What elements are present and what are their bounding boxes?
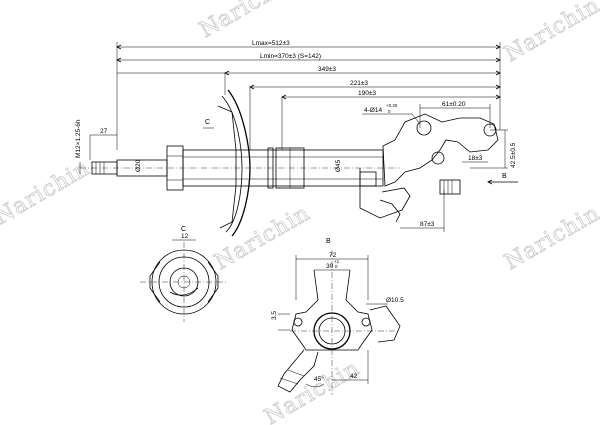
dim-body: Ø45	[335, 159, 342, 172]
dim-thread: M12×1.25-6h	[75, 119, 82, 158]
watermark-1: Narichin	[196, 0, 300, 43]
dim-61: 61±0.20	[442, 101, 466, 108]
watermark-3: Narichin	[0, 156, 94, 230]
dim-holes-tol: +0.20	[386, 103, 398, 108]
dim-18: 18±3	[468, 155, 483, 162]
view-b-dim-30-tol: +1	[334, 259, 340, 264]
label-view-c-arrow: C	[205, 119, 210, 126]
watermark-4: Narichin	[211, 201, 315, 275]
dim-349: 349±3	[318, 66, 336, 73]
view-b: B 72 30 +1 0 Ø10.5 3.5 45° 42	[271, 238, 404, 395]
dim-42: 42.5±0.5	[510, 142, 517, 168]
dim-27: 27	[100, 128, 108, 135]
watermark-2: Narichin	[501, 0, 600, 67]
dim-190: 190±3	[358, 90, 376, 97]
view-b-dim-30-tol2: 0	[335, 264, 338, 269]
label-view-b-arrow: B	[502, 173, 507, 180]
dim-holes-tol2: 0	[388, 109, 391, 114]
spring-seat	[227, 89, 251, 237]
view-c: C 12	[140, 226, 228, 322]
view-b-dim-72: 72	[329, 252, 337, 259]
view-c-label: C	[181, 226, 186, 233]
watermark-6: Narichin	[261, 356, 365, 425]
view-b-dim-30: 30	[326, 263, 334, 270]
watermark-5: Narichin	[501, 201, 600, 275]
view-b-gap: 3.5	[271, 311, 278, 320]
dim-221: 221±3	[350, 80, 368, 87]
side-view: Lmax=512±3 Lmin=370±3 (S=142) 349±3 221±…	[75, 40, 518, 237]
view-b-angle: 45°	[314, 375, 324, 383]
dim-l-max: Lmax=512±3	[252, 40, 290, 47]
view-c-dim: 12	[181, 233, 189, 240]
dim-rod: Ø20	[135, 159, 142, 172]
dim-l-min: Lmin=370±3 (S=142)	[260, 53, 321, 60]
view-b-dim-42: 42	[350, 373, 358, 380]
view-b-hole: Ø10.5	[386, 297, 404, 304]
lower-bracket	[359, 113, 499, 223]
dim-87: 87±3	[420, 221, 435, 228]
view-b-label: B	[326, 238, 331, 245]
dim-holes: 4-Ø14	[364, 107, 382, 114]
